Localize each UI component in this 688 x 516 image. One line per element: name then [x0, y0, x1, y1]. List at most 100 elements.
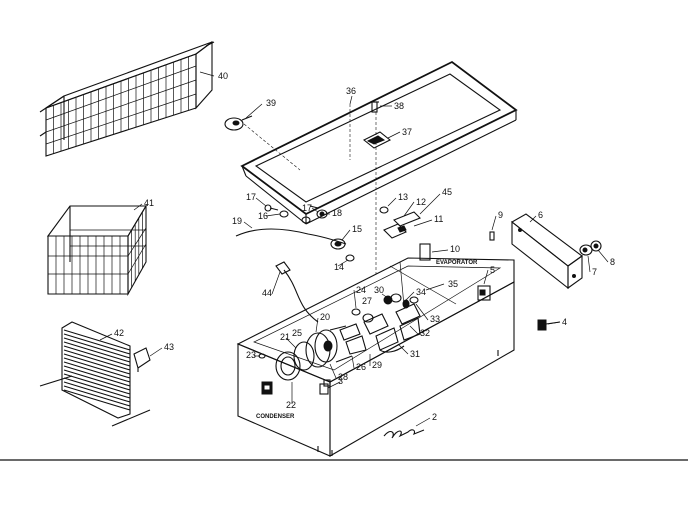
callout-3: 3 — [338, 376, 343, 386]
callout-26: 26 — [356, 362, 366, 372]
callout-7: 7 — [592, 267, 597, 277]
wire-stroke — [353, 289, 357, 309]
wire-stroke — [63, 329, 131, 351]
wire-stroke — [327, 381, 341, 389]
callout-9: 9 — [498, 210, 503, 220]
wire-stroke — [199, 71, 215, 77]
wire-stroke — [311, 207, 319, 213]
callout-17b: 17 — [302, 203, 312, 213]
callout-16: 16 — [258, 211, 268, 221]
wire-stroke — [285, 337, 297, 349]
wire-stroke — [63, 345, 131, 367]
wire-stroke — [349, 95, 353, 105]
callout-34: 34 — [416, 287, 426, 297]
front-features — [258, 353, 331, 395]
callout-5: 5 — [490, 265, 495, 275]
evaporator-panel: EVAPORATOR — [419, 243, 478, 266]
wire-stroke — [337, 259, 349, 267]
wire-stroke — [409, 325, 419, 335]
callout-27: 27 — [362, 296, 372, 306]
wire-stroke — [597, 249, 609, 263]
callout-23: 23 — [246, 350, 256, 360]
callout-44: 44 — [262, 288, 272, 298]
thermostat-knob-4 — [537, 319, 561, 331]
wire-stroke — [341, 229, 351, 241]
wire-stroke — [587, 255, 591, 273]
evaporator-label: EVAPORATOR — [436, 260, 478, 266]
wire-stroke — [63, 341, 131, 363]
wire-stroke — [397, 343, 409, 355]
wire-stroke — [351, 355, 355, 369]
wire-stroke — [329, 363, 337, 379]
wire-stroke — [271, 271, 281, 295]
grille-clip — [133, 347, 151, 372]
callout-42: 42 — [114, 328, 124, 338]
callout-15: 15 — [352, 224, 362, 234]
wire-stroke — [63, 337, 131, 359]
callout-39: 39 — [266, 98, 276, 108]
callout-36: 36 — [346, 86, 356, 96]
callout-4: 4 — [562, 317, 567, 327]
callout-2: 2 — [432, 412, 437, 422]
rear-bracket-5 — [477, 285, 491, 301]
back-panel-6 — [511, 213, 583, 290]
wire-stroke — [63, 353, 131, 375]
freezer-cabinet — [236, 257, 515, 457]
callout-30: 30 — [374, 285, 384, 295]
callout-33: 33 — [430, 314, 440, 324]
wire-stroke — [133, 203, 143, 211]
callout-18: 18 — [332, 208, 342, 218]
control-knobs — [579, 240, 602, 256]
callout-22: 22 — [286, 400, 296, 410]
wire-stroke — [431, 249, 449, 253]
wire-stroke — [149, 347, 163, 357]
lid-hinge-39 — [224, 115, 253, 131]
wire-stroke — [63, 385, 131, 407]
callout-40: 40 — [218, 71, 228, 81]
wire-stroke — [483, 269, 489, 285]
wire-stroke — [63, 381, 131, 403]
wire-stroke — [415, 417, 431, 427]
callout-13: 13 — [398, 192, 408, 202]
wire-stroke — [99, 333, 113, 341]
callout-24: 24 — [356, 285, 366, 295]
callout-8: 8 — [610, 257, 615, 267]
wire-stroke — [63, 333, 131, 355]
small-parts-right — [379, 206, 421, 239]
callout-29: 29 — [372, 360, 382, 370]
wire-stroke — [63, 377, 131, 399]
wire-stroke — [419, 193, 441, 215]
alignment-lines — [243, 104, 377, 274]
compressor-assembly — [275, 293, 421, 381]
wire-stroke — [387, 197, 397, 207]
tube-19 — [235, 228, 347, 245]
callout-17a: 17 — [246, 192, 256, 202]
wire-stroke — [265, 213, 281, 217]
callout-35: 35 — [448, 279, 458, 289]
wire-stroke — [413, 219, 433, 227]
wire-stroke — [425, 283, 445, 291]
wire-stroke — [243, 221, 253, 229]
callout-25: 25 — [292, 328, 302, 338]
callout-19: 19 — [232, 216, 242, 226]
wire-stroke — [405, 291, 415, 301]
callout-14: 14 — [334, 262, 344, 272]
wire-stroke — [491, 215, 497, 231]
wire-stroke — [63, 349, 131, 371]
brand-script-2 — [383, 429, 425, 439]
wire-stroke — [529, 215, 537, 223]
callout-43: 43 — [164, 342, 174, 352]
callout-6: 6 — [538, 210, 543, 220]
wire-stroke — [547, 321, 561, 325]
lid-gasket-36 — [240, 60, 518, 225]
screw-38 — [370, 101, 379, 113]
wire-stroke — [63, 389, 131, 411]
wire-stroke — [245, 103, 263, 119]
wire-stroke — [315, 317, 319, 333]
lid-latch-37 — [362, 131, 392, 149]
wire-stroke — [403, 201, 415, 217]
small-wire-basket — [46, 204, 147, 297]
callout-21: 21 — [280, 332, 290, 342]
callout-20: 20 — [320, 312, 330, 322]
